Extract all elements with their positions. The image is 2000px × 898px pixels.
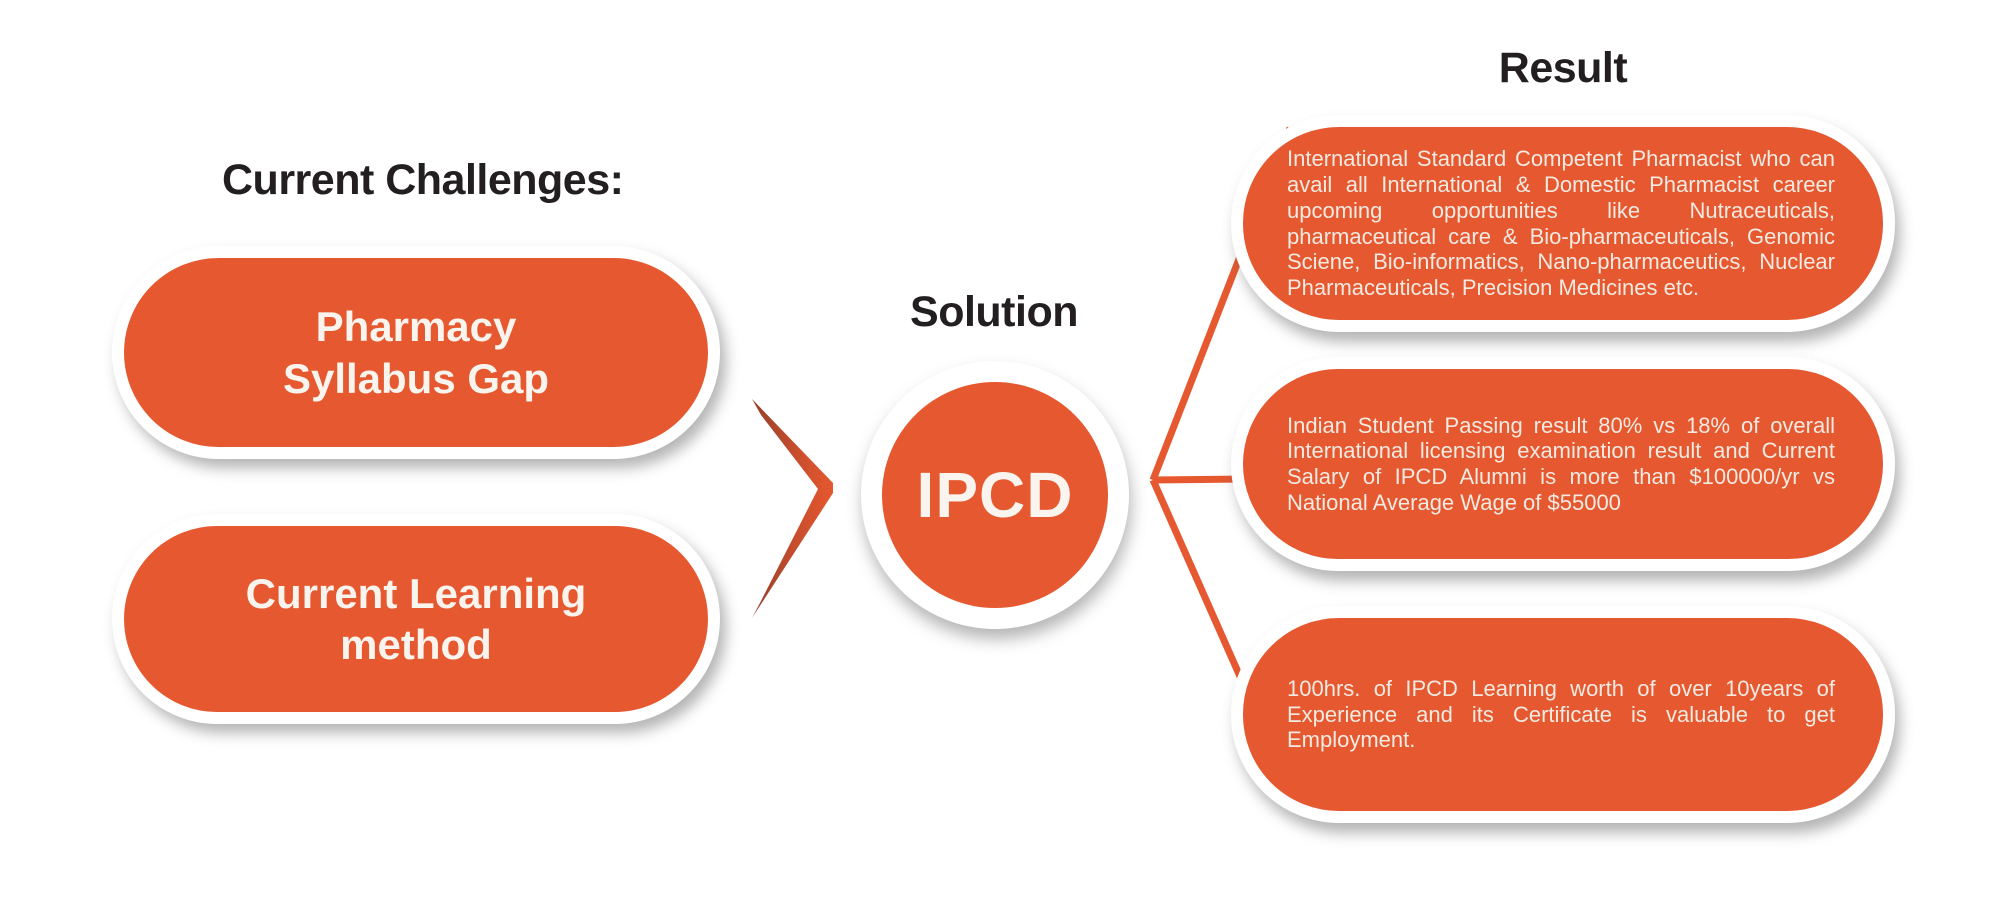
- challenge-label-line1: Pharmacy: [315, 303, 517, 351]
- challenge-pill-current-learning-method: Current Learning method: [112, 514, 720, 724]
- challenge-pill-pharmacy-syllabus-gap: Pharmacy Syllabus Gap: [112, 246, 720, 459]
- result-box-text: Indian Student Passing result 80% vs 18%…: [1287, 412, 1835, 515]
- result-box-text: International Standard Competent Pharmac…: [1287, 146, 1835, 300]
- challenge-label-line2: Syllabus Gap: [282, 354, 550, 402]
- ipcd-circle: IPCD: [882, 382, 1108, 608]
- solution-heading: Solution: [910, 288, 1078, 336]
- result-box-learning-certificate: 100hrs. of IPCD Learning worth of over 1…: [1231, 606, 1895, 823]
- result-heading: Result: [1498, 44, 1628, 92]
- challenge-pill-label: Current Learning method: [246, 568, 587, 670]
- result-box-text: 100hrs. of IPCD Learning worth of over 1…: [1287, 675, 1835, 753]
- challenge-label-line1: Current Learning: [245, 569, 587, 617]
- result-box-passing-result-salary: Indian Student Passing result 80% vs 18%…: [1231, 357, 1895, 571]
- challenge-label-line2: method: [340, 621, 492, 668]
- ipcd-label: IPCD: [916, 459, 1074, 531]
- result-box-international-pharmacist: International Standard Competent Pharmac…: [1231, 115, 1895, 332]
- challenge-pill-label: Pharmacy Syllabus Gap: [283, 301, 549, 403]
- solution-circle: IPCD: [861, 361, 1129, 629]
- current-challenges-heading: Current Challenges:: [222, 156, 624, 204]
- chevron-right-arrow-icon: [752, 399, 833, 618]
